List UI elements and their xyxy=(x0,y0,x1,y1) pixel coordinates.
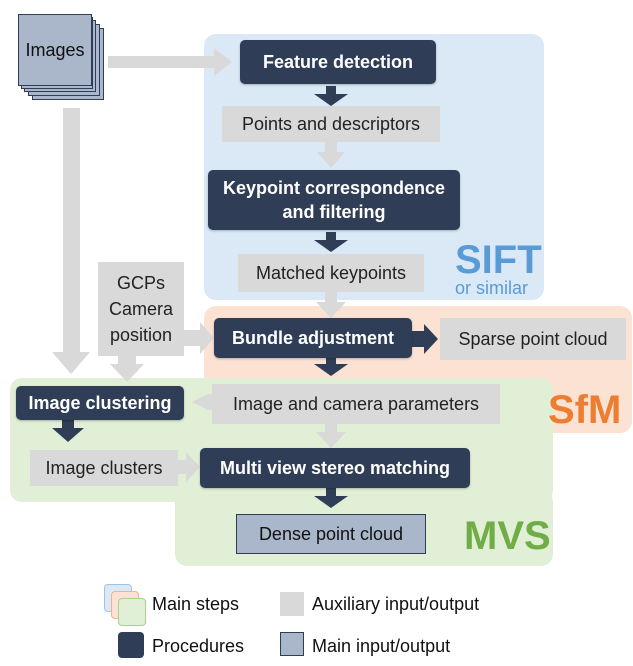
arrow-params-to-clustering xyxy=(192,394,218,410)
points-descriptors-box: Points and descriptors xyxy=(222,106,440,142)
mvs-matching-label: Multi view stereo matching xyxy=(219,458,451,478)
points-descriptors-label: Points and descriptors xyxy=(241,113,421,134)
image-clustering-box: Image clustering xyxy=(16,386,184,420)
image-camera-params-label: Image and camera parameters xyxy=(232,393,480,414)
legend: Main steps Auxiliary input/output Proced… xyxy=(100,580,540,660)
sparse-cloud-label: Sparse point cloud xyxy=(458,328,608,349)
image-camera-params-box: Image and camera parameters xyxy=(212,384,500,424)
bundle-adjustment-box: Bundle adjustment xyxy=(214,318,412,358)
sift-label: SIFT xyxy=(455,238,542,282)
arrow-bundle-down xyxy=(314,356,348,376)
legend-swatch-mvs xyxy=(118,598,146,626)
arrow-gcps-to-bundle xyxy=(184,322,214,354)
arrow-clusters-to-mvs xyxy=(176,452,200,482)
arrow-matched-down xyxy=(316,292,346,318)
legend-auxiliary-swatch xyxy=(280,592,304,616)
legend-main-io-swatch xyxy=(280,632,304,656)
sparse-cloud-box: Sparse point cloud xyxy=(440,318,626,360)
mvs-label: MVS xyxy=(464,514,551,558)
gcps-box: GCPs Camera position xyxy=(98,262,184,356)
legend-procedures-label: Procedures xyxy=(152,636,245,656)
arrow-images-to-feature xyxy=(108,48,232,76)
images-stack: Images xyxy=(18,14,110,110)
legend-procedures-swatch xyxy=(118,632,144,658)
arrow-bundle-right xyxy=(412,324,438,354)
legend-main-steps-label: Main steps xyxy=(152,594,240,614)
images-label: Images xyxy=(25,39,85,60)
arrow-params-down xyxy=(316,424,346,448)
arrow-keypoint-down xyxy=(314,232,348,252)
feature-detection-label: Feature detection xyxy=(262,52,414,72)
gcps-label: GCPs Camera position xyxy=(108,273,174,345)
legend-main-steps-icon xyxy=(104,584,148,626)
image-clusters-label: Image clusters xyxy=(45,457,163,478)
arrow-mvs-down xyxy=(314,488,348,508)
image-clusters-box: Image clusters xyxy=(30,450,178,486)
arrow-points-down xyxy=(317,142,345,168)
arrow-clustering-down xyxy=(52,420,84,442)
feature-detection-box: Feature detection xyxy=(240,40,436,84)
arrow-images-down xyxy=(52,108,90,374)
legend-main-io-label: Main input/output xyxy=(312,636,451,656)
legend-auxiliary-label: Auxiliary input/output xyxy=(312,594,480,614)
image-clustering-label: Image clustering xyxy=(28,393,172,413)
sfm-label: SfM xyxy=(548,388,622,432)
bundle-adjustment-label: Bundle adjustment xyxy=(231,328,394,348)
matched-keypoints-box: Matched keypoints xyxy=(238,254,424,292)
dense-cloud-box: Dense point cloud xyxy=(236,514,426,554)
keypoint-correspondence-box: Keypoint correspondence and filtering xyxy=(208,170,460,230)
keypoint-correspondence-label: Keypoint correspondence and filtering xyxy=(222,178,446,222)
dense-cloud-label: Dense point cloud xyxy=(258,523,404,544)
mvs-matching-box: Multi view stereo matching xyxy=(200,448,470,488)
images-box: Images xyxy=(18,14,92,86)
arrow-gcps-down xyxy=(110,356,144,382)
sift-sublabel: or similar xyxy=(455,278,529,298)
arrow-feature-down xyxy=(314,86,348,106)
matched-keypoints-label: Matched keypoints xyxy=(255,262,407,283)
